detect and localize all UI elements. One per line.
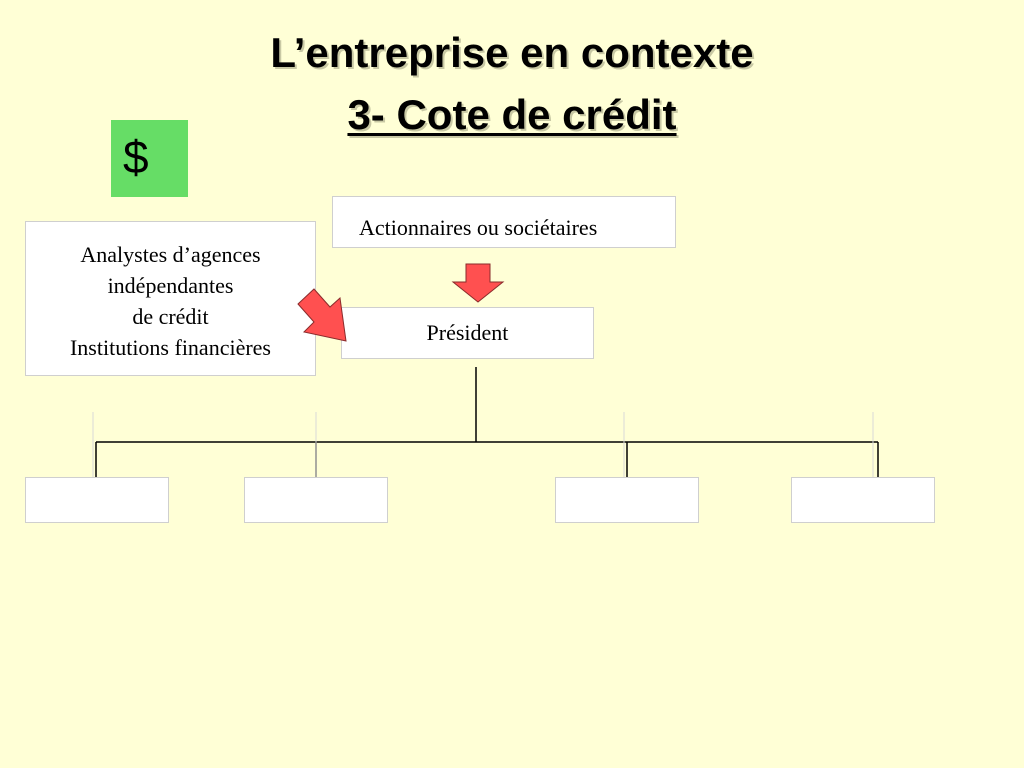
dollar-badge: $	[111, 120, 188, 197]
president-label: Président	[426, 320, 509, 345]
page-title: L’entreprise en contexte	[270, 29, 754, 76]
sub-unit-box	[244, 477, 388, 523]
sub-unit-box	[555, 477, 699, 523]
shareholders-label: Actionnaires ou sociétaires	[359, 215, 598, 240]
analysts-line-2: indépendantes	[107, 273, 234, 298]
analysts-line-3: de crédit	[132, 304, 209, 329]
page-subtitle: 3- Cote de crédit	[347, 91, 677, 138]
sub-unit-box	[25, 477, 169, 523]
analysts-line-1: Analystes d’agences	[80, 242, 261, 267]
dollar-icon: $	[123, 131, 149, 183]
president-box: Président	[341, 307, 594, 359]
analysts-line-4: Institutions financières	[69, 335, 271, 360]
analysts-box: Analystes d’agences indépendantes de cré…	[25, 221, 316, 376]
diagonal-arrow-icon	[297, 288, 347, 342]
sub-unit-box	[791, 477, 935, 523]
down-arrow-icon	[451, 263, 505, 303]
shareholders-box: Actionnaires ou sociétaires	[332, 196, 676, 248]
